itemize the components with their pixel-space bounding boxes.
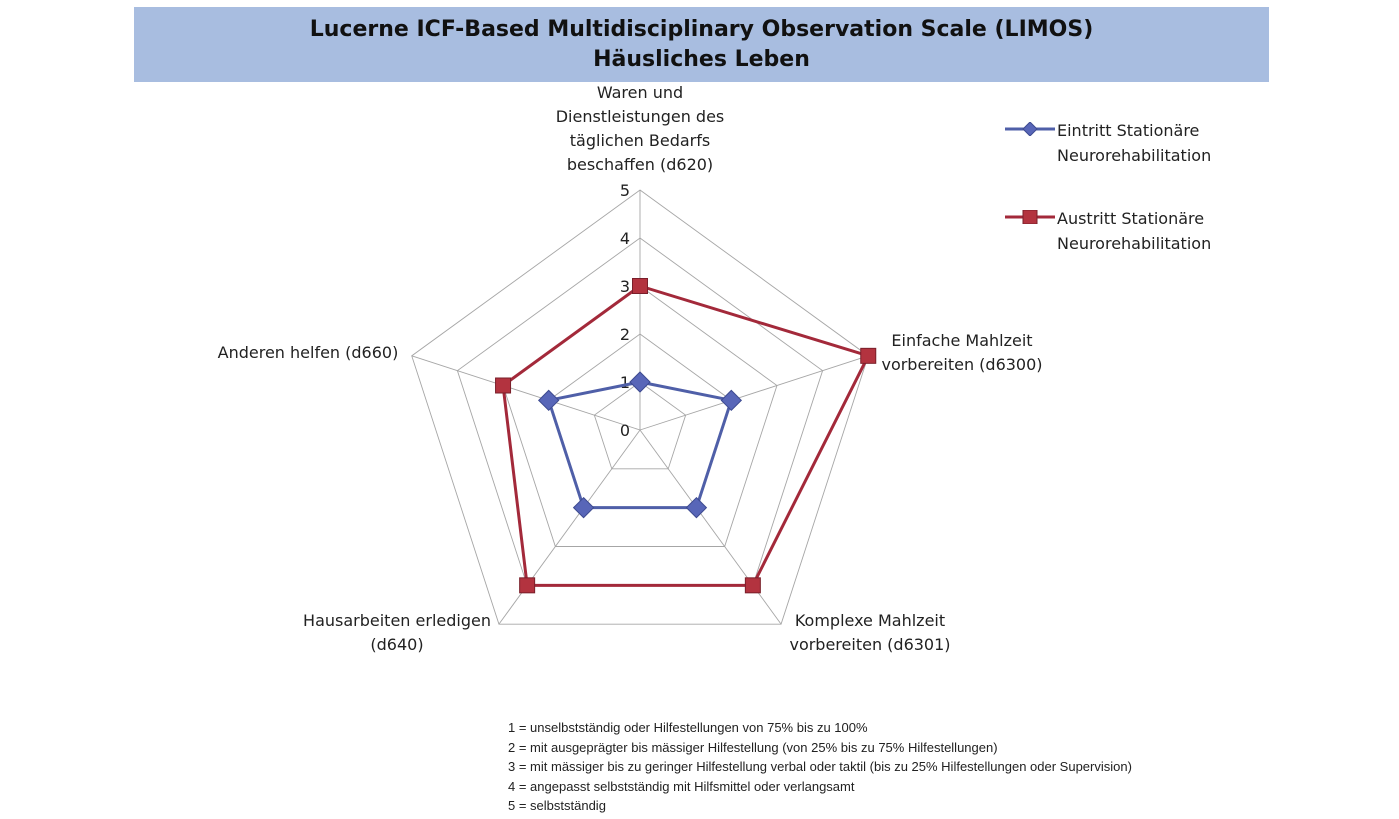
data-point-1-1 — [860, 347, 877, 364]
legend: Eintritt Stationäre Neurorehabilitation … — [1005, 118, 1211, 294]
footnote-line-5: 5 = selbstständig — [508, 798, 606, 813]
radar-grid — [411, 189, 869, 625]
grid-spoke-1 — [639, 355, 869, 431]
radial-tick-labels: 0 1 2 3 4 5 — [620, 181, 630, 440]
axis-label-3: Hausarbeiten erledigen(d640) — [303, 611, 491, 654]
grid-spoke-4 — [411, 355, 641, 431]
grid-ring-5 — [411, 189, 869, 625]
series-line-0 — [547, 380, 733, 510]
data-point-0-4 — [537, 389, 560, 412]
data-point-0-3 — [572, 496, 595, 519]
axis-label-4: Anderen helfen (d660) — [218, 343, 399, 362]
grid-ring-1 — [593, 381, 687, 470]
tick-label-3: 3 — [620, 277, 630, 296]
tick-label-5: 5 — [620, 181, 630, 200]
data-point-0-2 — [685, 496, 708, 519]
footnote-line-3: 3 = mit mässiger bis zu geringer Hilfest… — [508, 759, 1132, 774]
legend-label-austritt-2: Neurorehabilitation — [1057, 234, 1212, 253]
grid-spoke-2 — [639, 429, 782, 625]
tick-label-0: 0 — [620, 421, 630, 440]
data-series — [495, 278, 877, 594]
legend-label-eintritt-1: Eintritt Stationäre — [1057, 121, 1200, 140]
series-0 — [537, 371, 743, 519]
legend-label-austritt-1: Austritt Stationäre — [1057, 209, 1205, 228]
tick-label-4: 4 — [620, 229, 630, 248]
series-line-1 — [501, 284, 870, 587]
legend-swatch-square — [1005, 210, 1055, 224]
scale-footnote: 1 = unselbstständig oder Hilfestellungen… — [508, 718, 1132, 816]
tick-label-1: 1 — [620, 373, 630, 392]
legend-swatch-diamond — [1005, 122, 1055, 136]
footnote-line-4: 4 = angepasst selbstständig mit Hilfsmit… — [508, 778, 855, 794]
data-point-1-4 — [495, 377, 512, 394]
data-point-0-0 — [629, 371, 651, 393]
title-band: Lucerne ICF-Based Multidisciplinary Obse… — [134, 7, 1269, 82]
data-point-1-0 — [632, 278, 648, 294]
series-1 — [495, 278, 877, 594]
legend-item-eintritt: Eintritt Stationäre Neurorehabilitation — [1005, 118, 1211, 168]
data-point-0-1 — [720, 389, 743, 412]
data-point-1-2 — [744, 577, 761, 594]
footnote-line-1: 1 = unselbstständig oder Hilfestellungen… — [508, 720, 868, 735]
legend-label-eintritt-2: Neurorehabilitation — [1057, 146, 1212, 165]
footnote-line-2: 2 = mit ausgeprägter bis mässiger Hilfes… — [508, 739, 998, 755]
legend-item-austritt: Austritt Stationäre Neurorehabilitation — [1005, 206, 1211, 256]
tick-label-2: 2 — [620, 325, 630, 344]
data-point-1-3 — [519, 577, 536, 594]
chart-subtitle: Häusliches Leben — [593, 46, 810, 72]
chart-title: Lucerne ICF-Based Multidisciplinary Obse… — [309, 16, 1094, 42]
